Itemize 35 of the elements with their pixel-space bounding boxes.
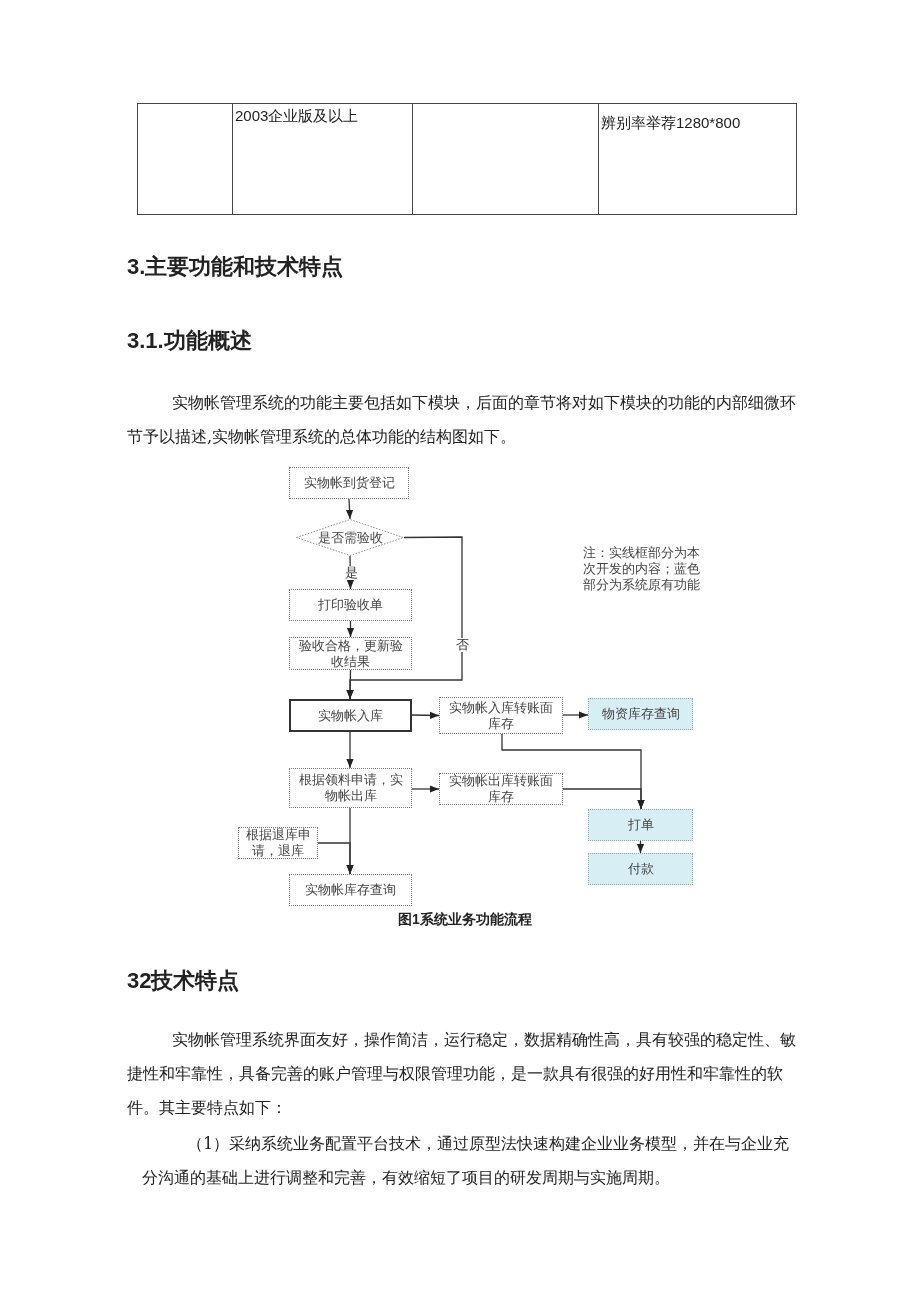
arrow xyxy=(411,785,440,793)
arrow xyxy=(345,498,354,520)
arrow xyxy=(636,840,645,854)
edge-label: 是 xyxy=(344,566,359,580)
decision-diamond: 是否需验收 xyxy=(296,519,404,556)
process-box: 实物帐入库转账面库存 xyxy=(439,697,563,734)
arrow xyxy=(346,731,354,769)
edge-label: 否 xyxy=(455,638,470,652)
arrow xyxy=(411,711,440,719)
section-heading: 3.1.功能概述 xyxy=(127,327,252,355)
process-box: 根据领料申请，实物帐出库 xyxy=(289,768,412,808)
process-box: 实物帐到货登记 xyxy=(289,467,409,499)
figure-caption: 图1系统业务功能流程 xyxy=(397,911,533,929)
paragraph: （1）采纳系统业务配置平台技术，通过原型法快速构建企业业务模型，并在与企业充分沟通的基础上进行调整和完善，有效缩短了项目的研发周期与实施周期。 xyxy=(142,1133,791,1189)
process-box: 实物帐入库 xyxy=(289,699,412,732)
paragraph: 实物帐管理系统界面友好，操作简洁，运行稳定，数据精确性高，具有较强的稳定性、敏捷性和牢靠性，具备完善的账户管理与权限管理功能，是一款具有很强的好用性和牢靠性的软件。其主要特点如下： xyxy=(127,1029,797,1119)
process-box: 实物帐出库转账面库存 xyxy=(439,773,563,805)
arrow xyxy=(346,536,463,700)
process-box: 物资库存查询 xyxy=(588,698,693,730)
table-cell: 辨别率举荐1280*800 xyxy=(598,103,797,215)
section-heading: 32技术特点 xyxy=(127,967,240,995)
note-text: 注：实线框部分为本次开发的内容；蓝色部分为系统原有功能 xyxy=(581,545,701,593)
arrow xyxy=(317,842,354,875)
process-box: 验收合格，更新验收结果 xyxy=(289,637,412,670)
process-box: 付款 xyxy=(588,853,693,885)
process-box: 根据退库申请，退库 xyxy=(238,827,318,859)
arrow xyxy=(562,788,645,810)
arrow xyxy=(346,620,355,638)
table-cell: 2003企业版及以上 xyxy=(232,103,413,215)
paragraph: 实物帐管理系统的功能主要包括如下模块，后面的章节将对如下模块的功能的内部细微环节予以描述,实物帐管理系统的总体功能的结构图如下。 xyxy=(127,392,797,448)
arrow xyxy=(562,711,589,719)
section-heading: 3.主要功能和技术特点 xyxy=(127,253,344,281)
process-box: 打印验收单 xyxy=(289,589,412,621)
process-box: 实物帐库存查询 xyxy=(289,874,412,906)
process-box: 打单 xyxy=(588,809,693,841)
